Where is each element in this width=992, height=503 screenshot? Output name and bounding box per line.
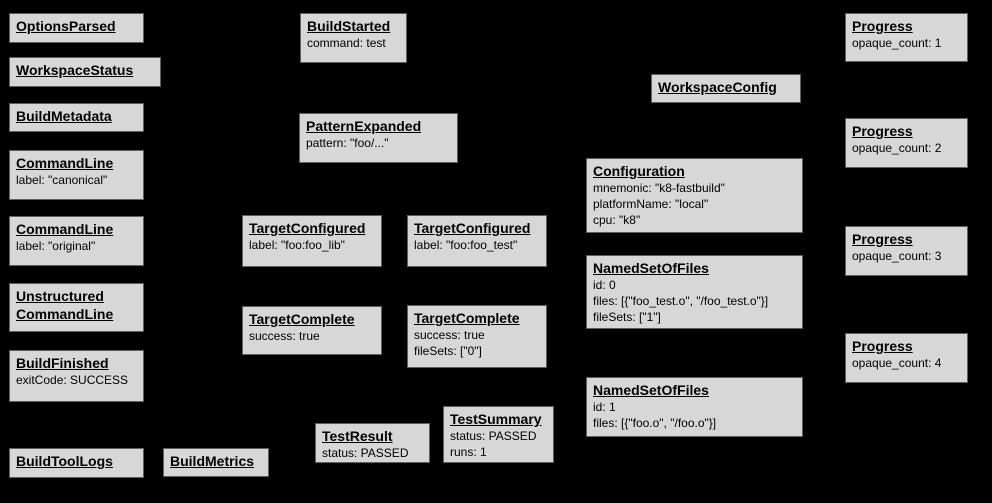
node-title: Progress — [852, 123, 913, 139]
node-attribute: opaque_count: 2 — [852, 141, 942, 155]
progress-4: Progress opaque_count: 4 — [845, 333, 968, 383]
node-title: BuildFinished — [16, 355, 109, 371]
node-attribute: label: "canonical" — [16, 173, 108, 187]
node-attribute: platformName: "local" — [593, 197, 709, 211]
node-attribute: id: 1 — [593, 400, 616, 414]
workspace-status: WorkspaceStatus — [9, 57, 161, 87]
node-attribute: label: "original" — [16, 239, 96, 253]
build-metrics: BuildMetrics — [163, 448, 269, 477]
build-tool-logs: BuildToolLogs — [9, 448, 144, 478]
test-result: TestResult status: PASSED — [315, 423, 430, 463]
command-line-original: CommandLine label: "original" — [9, 216, 144, 266]
target-configured-foo-lib: TargetConfigured label: "foo:foo_lib" — [242, 215, 382, 267]
node-title: TargetConfigured — [414, 220, 531, 236]
node-title: PatternExpanded — [306, 118, 422, 134]
node-attribute: status: PASSED — [322, 446, 409, 460]
configuration: Configuration mnemonic: "k8-fastbuild" pla… — [586, 158, 803, 233]
build-finished: BuildFinished exitCode: SUCCESS — [9, 350, 144, 402]
node-attribute: mnemonic: "k8-fastbuild" — [593, 181, 725, 195]
node-title: TestSummary — [450, 411, 542, 427]
node-title: BuildToolLogs — [16, 453, 113, 469]
node-title: BuildMetrics — [170, 453, 255, 469]
node-attribute: label: "foo:foo_lib" — [249, 238, 345, 252]
named-set-of-files-1: NamedSetOfFiles id: 1 files: [{"foo.o", "/… — [586, 377, 803, 437]
node-attribute: fileSets: ["0"] — [414, 344, 482, 358]
node-attribute: status: PASSED — [450, 429, 537, 443]
node-title: BuildStarted — [307, 18, 391, 34]
node-title: WorkspaceConfig — [658, 79, 777, 95]
node-attribute: success: true — [249, 329, 320, 343]
node-attribute: files: [{"foo_test.o", "/foo_test.o"}] — [593, 294, 769, 308]
node-title: Unstructured — [16, 288, 104, 304]
node-attribute: opaque_count: 4 — [852, 356, 942, 370]
node-attribute: files: [{"foo.o", "/foo.o"}] — [593, 416, 717, 430]
node-title: CommandLine — [16, 306, 114, 322]
target-complete-test: TargetComplete success: true fileSets: ["0… — [407, 305, 547, 368]
node-attribute: id: 0 — [593, 278, 616, 292]
node-title: CommandLine — [16, 221, 114, 237]
node-title: OptionsParsed — [16, 18, 116, 34]
named-set-of-files-0: NamedSetOfFiles id: 0 files: [{"foo_test.o… — [586, 255, 803, 329]
node-title: NamedSetOfFiles — [593, 260, 709, 276]
node-attribute: label: "foo:foo_test" — [414, 238, 518, 252]
node-attribute: opaque_count: 3 — [852, 249, 942, 263]
build-started: BuildStarted command: test — [300, 13, 407, 63]
node-attribute: opaque_count: 1 — [852, 36, 942, 50]
node-title: NamedSetOfFiles — [593, 382, 709, 398]
node-title: Progress — [852, 18, 913, 34]
node-attribute: exitCode: SUCCESS — [16, 373, 129, 387]
command-line-canonical: CommandLine label: "canonical" — [9, 150, 144, 200]
node-attribute: runs: 1 — [450, 445, 487, 459]
options-parsed: OptionsParsed — [9, 13, 144, 43]
target-complete-lib: TargetComplete success: true — [242, 306, 382, 355]
node-attribute: success: true — [414, 328, 485, 342]
node-title: TargetConfigured — [249, 220, 366, 236]
progress-1: Progress opaque_count: 1 — [845, 13, 968, 62]
build-metadata: BuildMetadata — [9, 103, 144, 132]
workspace-config: WorkspaceConfig — [651, 74, 801, 103]
node-title: TestResult — [322, 428, 393, 444]
node-title: TargetComplete — [414, 310, 520, 326]
node-title: BuildMetadata — [16, 108, 112, 124]
node-title: TargetComplete — [249, 311, 355, 327]
node-attribute: cpu: "k8" — [593, 213, 641, 227]
test-summary: TestSummary status: PASSED runs: 1 — [443, 406, 554, 463]
progress-3: Progress opaque_count: 3 — [845, 226, 968, 276]
node-title: CommandLine — [16, 155, 114, 171]
node-attribute: pattern: "foo/..." — [306, 136, 389, 150]
node-title: Configuration — [593, 163, 685, 179]
node-title: Progress — [852, 231, 913, 247]
target-configured-foo-test: TargetConfigured label: "foo:foo_test" — [407, 215, 547, 267]
node-title: Progress — [852, 338, 913, 354]
progress-2: Progress opaque_count: 2 — [845, 118, 968, 168]
pattern-expanded: PatternExpanded pattern: "foo/..." — [299, 113, 458, 163]
node-attribute: fileSets: ["1"] — [593, 310, 661, 324]
node-title: WorkspaceStatus — [16, 62, 134, 78]
node-attribute: command: test — [307, 36, 386, 50]
